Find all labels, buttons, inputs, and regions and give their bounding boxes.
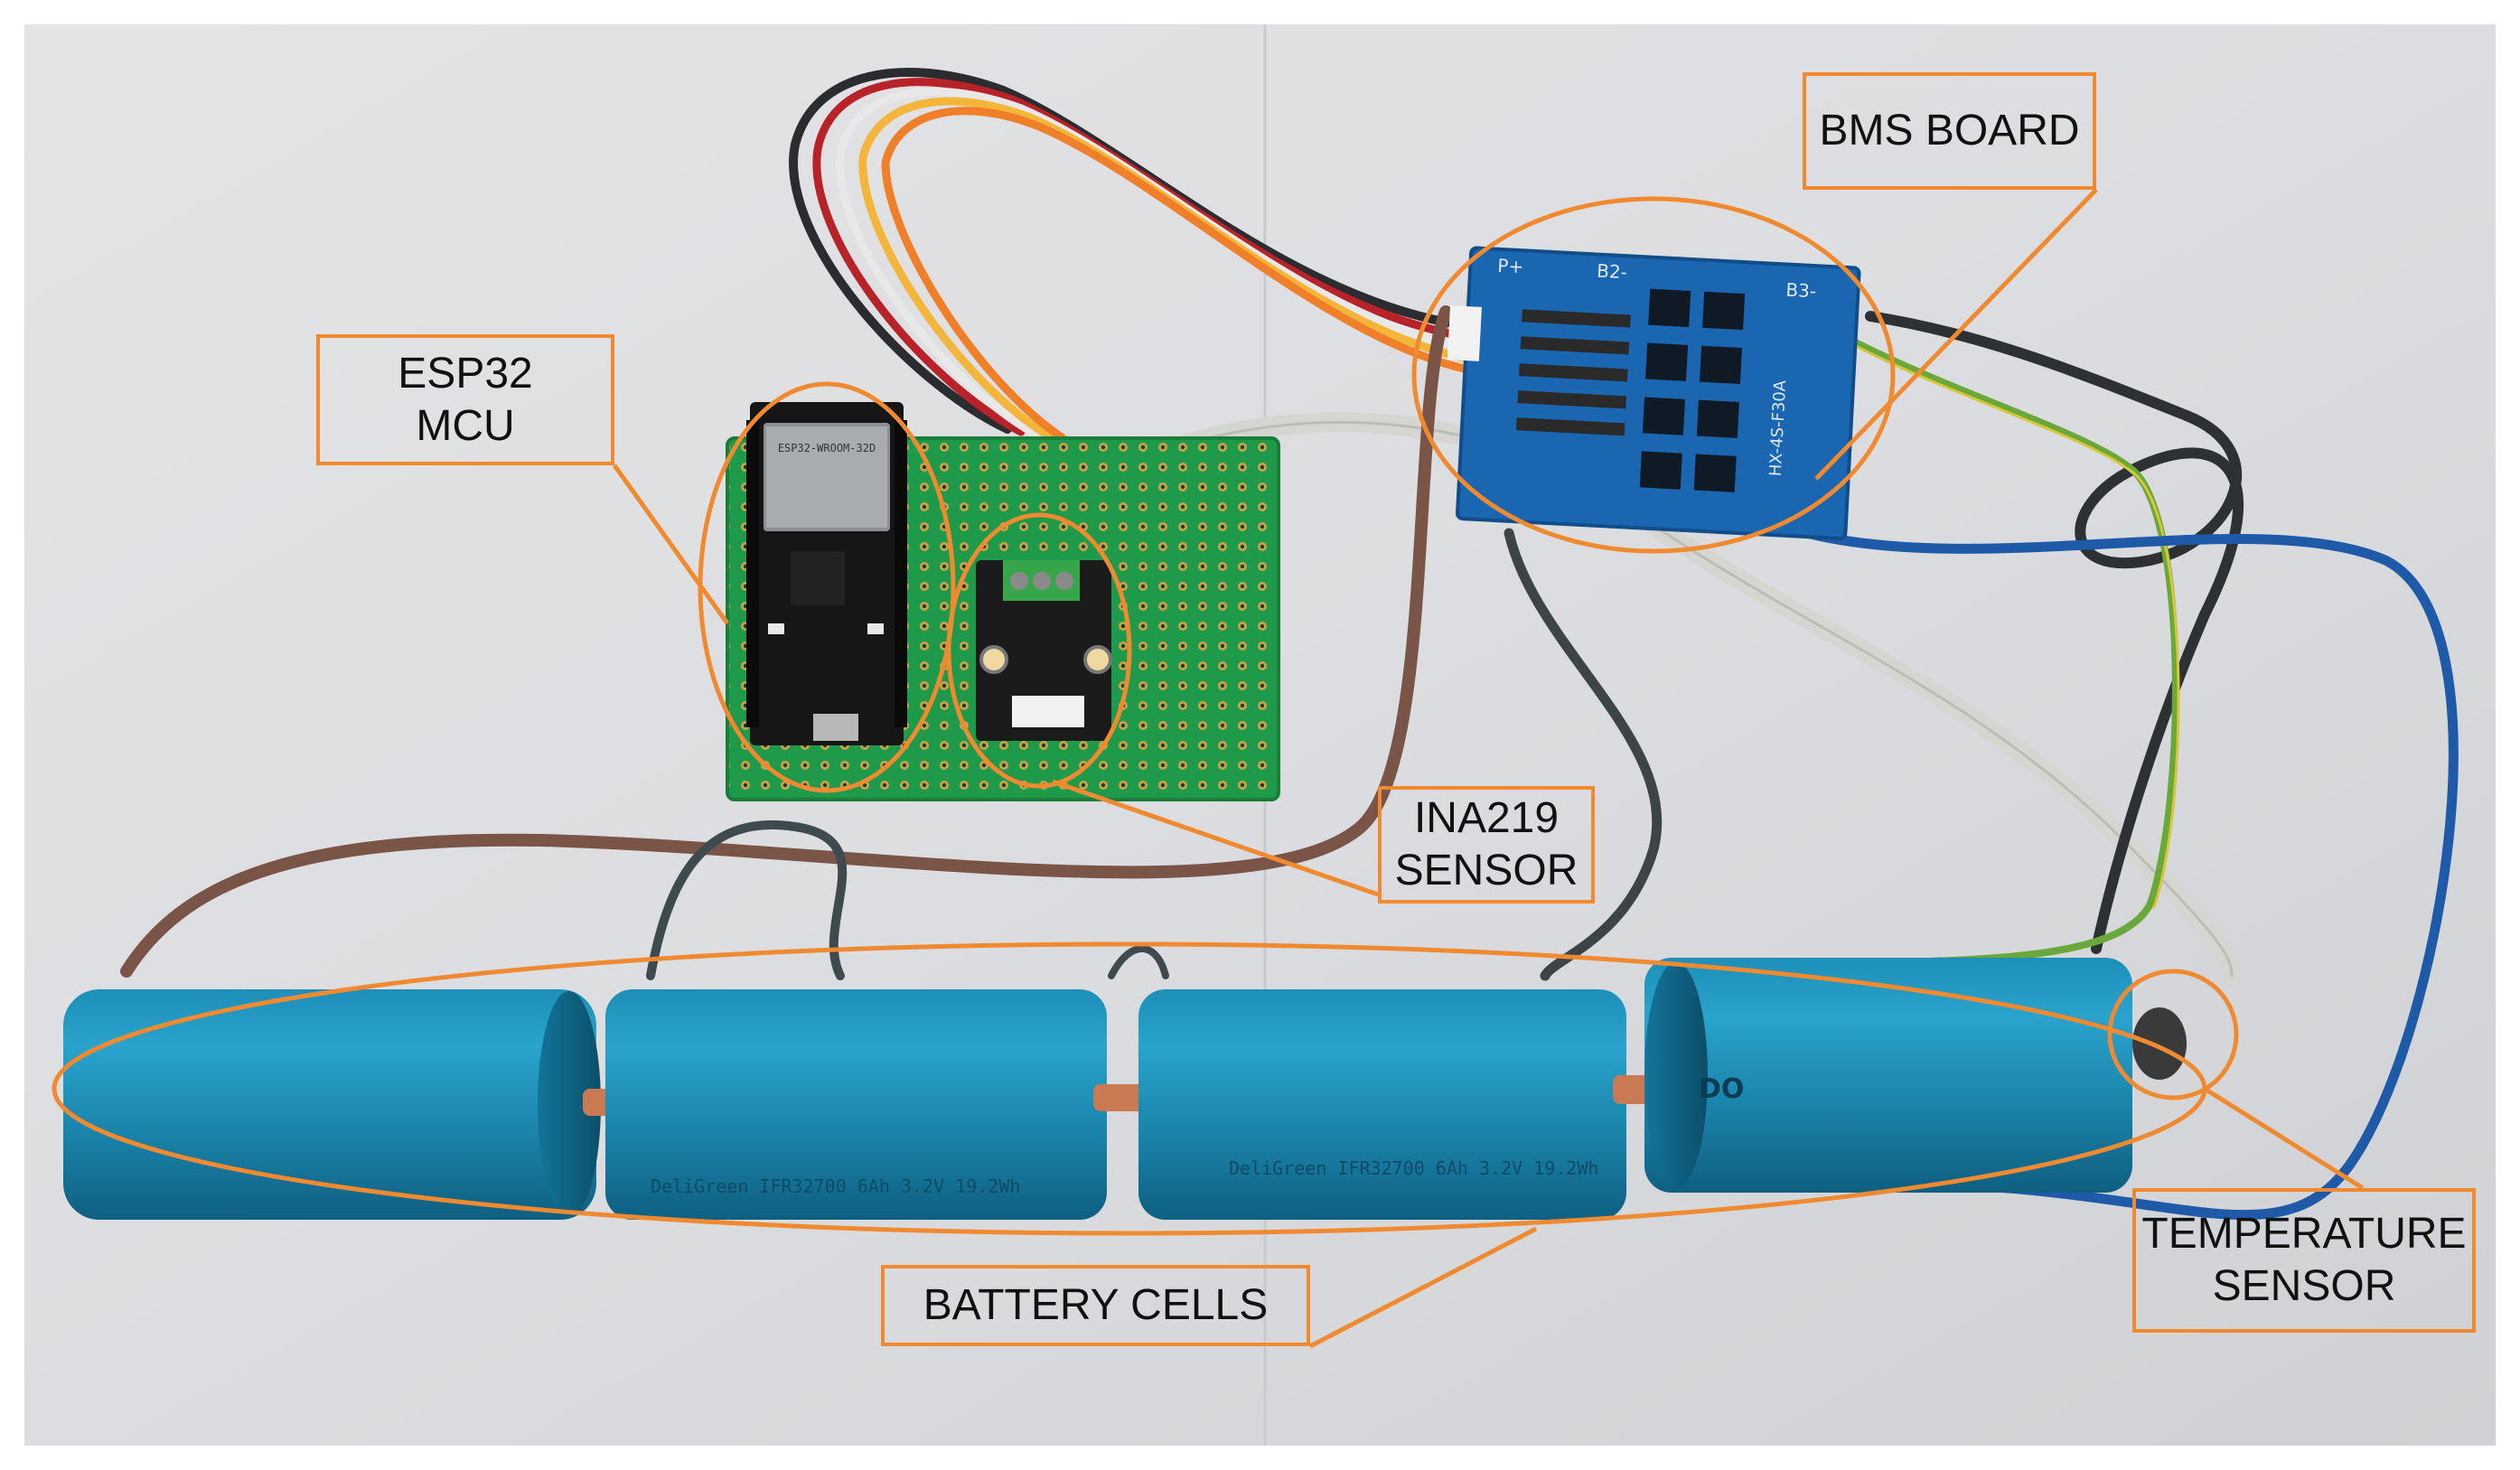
ina219-module — [976, 560, 1112, 741]
wires — [120, 68, 2459, 1221]
battery-cells-label: BATTERY CELLS — [881, 1265, 1310, 1346]
bms-board-label: BMS BOARD — [1803, 72, 2096, 190]
bms-silk-2: B2- — [1597, 260, 1628, 284]
perfboard: ESP32-WROOM-32D — [726, 402, 1280, 801]
cell-print-2: DeliGreen IFR32700 6Ah 3.2V 19.2Wh — [1229, 1157, 1598, 1179]
esp-module-text: ESP32-WROOM-32D — [778, 442, 876, 454]
bms-board: P+ B2- B3- HX-4S-F30A — [1447, 246, 1861, 541]
bms-silk-3: B3- — [1785, 279, 1817, 303]
battery-cells-label-text: BATTERY CELLS — [923, 1281, 1269, 1330]
temperature-sensor-highlight — [2107, 969, 2239, 1100]
battery-cell-4: DO — [1644, 958, 2132, 1193]
esp32-devkit: ESP32-WROOM-32D — [746, 402, 907, 745]
battery-cell-2: DeliGreen IFR32700 6Ah 3.2V 19.2Wh — [605, 989, 1107, 1220]
ina219-label-line2: SENSOR — [1394, 847, 1579, 894]
battery-pack: DeliGreen IFR32700 6Ah 3.2V 19.2Wh DeliG… — [63, 958, 2187, 1220]
ina219-label-line1: INA219 — [1413, 794, 1560, 843]
temperature-sensor-label: TEMPERATURE SENSOR — [2132, 1188, 2476, 1333]
cell-print-1: DeliGreen IFR32700 6Ah 3.2V 19.2Wh — [651, 1175, 1020, 1197]
ina219-highlight — [946, 512, 1132, 789]
temperature-label-line2: SENSOR — [2212, 1262, 2396, 1310]
annotations — [52, 188, 2365, 1349]
bms-board-label-text: BMS BOARD — [1819, 107, 2080, 155]
esp32-label-line1: ESP32 — [398, 349, 533, 398]
esp32-mcu-label: ESP32 MCU — [316, 334, 614, 465]
bms-highlight — [1411, 196, 1896, 554]
cell-mark: DO — [1699, 1073, 1744, 1105]
temperature-label-line1: TEMPERATURE — [2141, 1210, 2467, 1259]
ina219-sensor-label: INA219 SENSOR — [1378, 786, 1595, 904]
bms-silk-1: P+ — [1497, 255, 1524, 277]
esp32-label-line2: MCU — [416, 401, 515, 450]
battery-cell-3: DeliGreen IFR32700 6Ah 3.2V 19.2Wh — [1138, 989, 1626, 1220]
